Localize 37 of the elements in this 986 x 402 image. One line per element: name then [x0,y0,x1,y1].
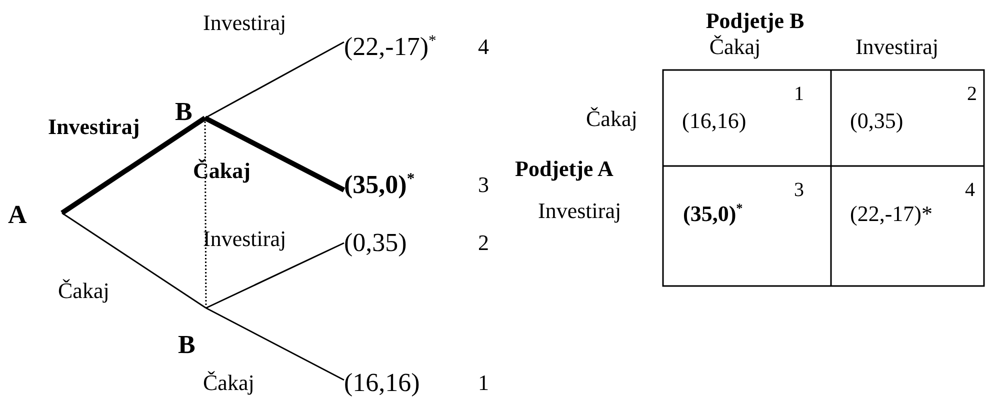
outcome-number: 3 [478,174,489,196]
tree-branch [204,41,344,119]
cell-value: (0,35) [850,110,904,132]
outcome-number: 1 [794,84,804,104]
player-label: A [8,202,27,228]
row-header: Čakaj [586,108,638,130]
payoff-value: (16,16) [344,370,420,396]
payoff-value: (0,35) [344,230,407,256]
player-label: B [175,99,192,125]
payoff-value: (35,0)$^{*}$ [344,172,415,198]
edge-label: Čakaj [193,160,250,182]
highlighted-branch [204,116,346,192]
outcome-number: 4 [965,180,975,200]
outcome-number: 3 [794,180,804,200]
column-header: Investiraj [855,36,939,58]
edge-label: Investiraj [48,116,140,138]
outcome-number: 4 [478,36,489,58]
edge-label: Čakaj [58,280,110,302]
row-header: Podjetje A [515,158,614,180]
payoff-value: (22,-17)$^{*}$ [344,34,436,60]
tree-branch [206,242,344,309]
cell-value: (16,16) [682,110,746,132]
tree-branch [206,307,344,381]
tree-branch [62,212,206,309]
outcome-number: 1 [478,372,489,394]
table-header: Podjetje B [706,10,804,32]
cell-value: (22,-17)* [850,203,932,225]
edge-label: Čakaj [203,372,254,394]
column-header: Čakaj [709,36,761,58]
edge-label: Investiraj [203,12,286,34]
highlighted-branch [60,116,206,216]
player-label: B [178,332,196,358]
row-header: Investiraj [538,200,622,222]
cell-value: (35,0)$^{*}$ [683,203,743,225]
outcome-number: 2 [478,232,489,254]
edge-label: Investiraj [203,228,286,250]
outcome-number: 2 [967,84,977,104]
